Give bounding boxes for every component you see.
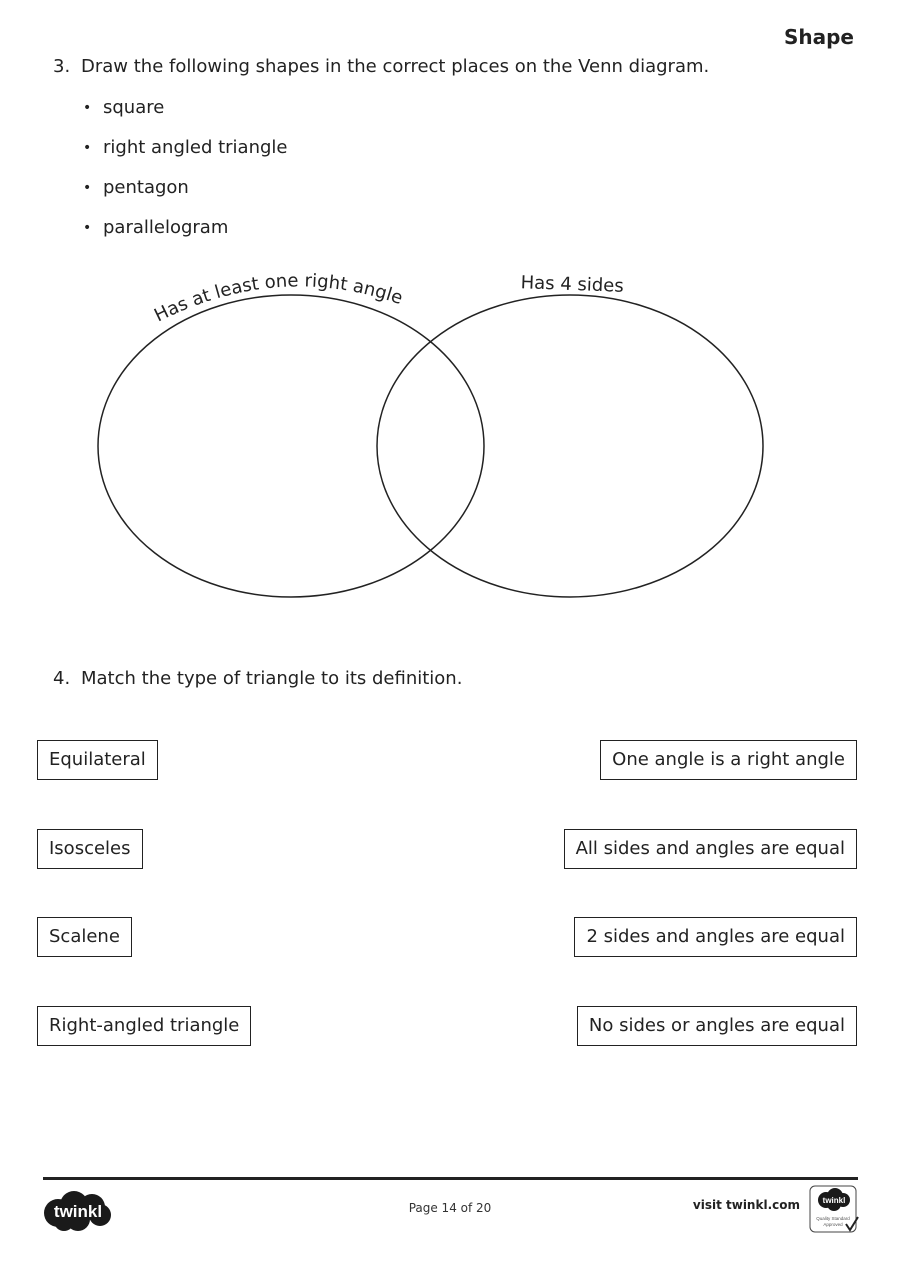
question-4: 4. Match the type of triangle to its defi… (53, 668, 462, 689)
visit-link[interactable]: visit twinkl.com (692, 1198, 800, 1212)
badge-subtext-1: Quality Standard (816, 1216, 850, 1221)
venn-diagram: Has at least one right angle Has 4 sides (97, 270, 764, 598)
quality-badge: twinkl Quality Standard Approved (809, 1185, 859, 1233)
bullet: • (83, 220, 92, 236)
check-icon (845, 1216, 859, 1232)
bullet: • (83, 180, 92, 196)
bullet: • (83, 100, 92, 116)
list-item: • pentagon (83, 176, 288, 216)
twinkl-logo[interactable]: twinkl (42, 1187, 116, 1233)
page-title: Shape (783, 25, 854, 49)
badge-subtext-2: Approved (823, 1222, 843, 1227)
shape-square: square (103, 97, 165, 118)
logo-text: twinkl (54, 1202, 102, 1221)
definition-right-angle[interactable]: One angle is a right angle (600, 740, 857, 780)
page-number: Page 14 of 20 (408, 1201, 492, 1215)
venn-left-circle[interactable] (97, 294, 485, 598)
shape-right-angled-triangle: right angled triangle (103, 137, 288, 158)
shape-parallelogram: parallelogram (103, 217, 229, 238)
list-item: • square (83, 96, 288, 136)
venn-right-label: Has 4 sides (520, 272, 624, 297)
question-3-text: Draw the following shapes in the correct… (81, 56, 710, 77)
shape-list: • square • right angled triangle • pentagon… (83, 96, 288, 256)
question-3: 3. Draw the following shapes in the corre… (53, 56, 709, 77)
venn-right-circle[interactable] (376, 294, 764, 598)
question-3-number: 3. (53, 56, 71, 77)
list-item: • right angled triangle (83, 136, 288, 176)
definition-none-equal[interactable]: No sides or angles are equal (576, 1006, 857, 1046)
question-4-number: 4. (53, 668, 71, 689)
definition-two-equal[interactable]: 2 sides and angles are equal (574, 917, 857, 957)
type-right-angled[interactable]: Right-angled triangle (37, 1006, 252, 1046)
badge-text: twinkl (823, 1196, 846, 1205)
type-scalene[interactable]: Scalene (37, 917, 132, 957)
bullet: • (83, 140, 92, 156)
type-isosceles[interactable]: Isosceles (37, 829, 143, 869)
question-4-text: Match the type of triangle to its defini… (81, 668, 463, 689)
shape-pentagon: pentagon (103, 177, 189, 198)
list-item: • parallelogram (83, 216, 288, 256)
footer-divider (43, 1177, 858, 1180)
type-equilateral[interactable]: Equilateral (37, 740, 158, 780)
definition-all-equal[interactable]: All sides and angles are equal (563, 829, 857, 869)
